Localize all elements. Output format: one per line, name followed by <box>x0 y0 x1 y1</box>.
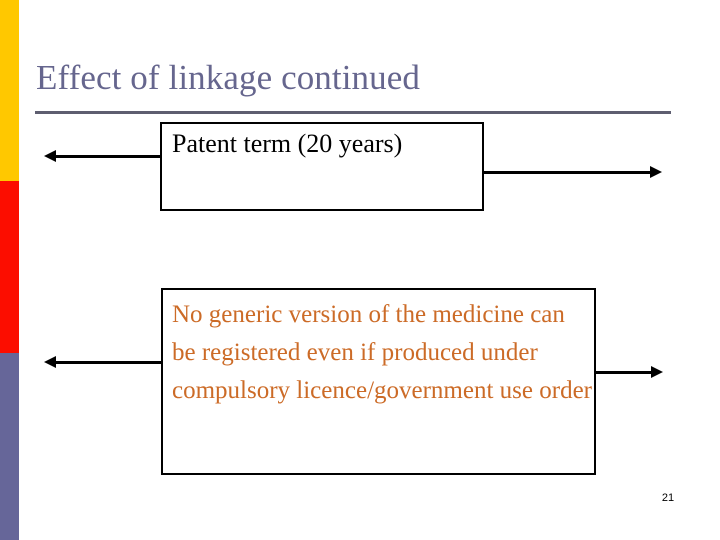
patent-term-left-arrow-line <box>56 155 162 158</box>
patent-term-label: Patent term (20 years) <box>172 129 403 158</box>
page-title: Effect of linkage continued <box>36 58 420 97</box>
sidebar-yellow-band <box>0 0 19 181</box>
no-generic-right-arrow-head-icon <box>651 366 663 378</box>
title-underline-rule <box>35 111 671 114</box>
patent-term-right-arrow-head-icon <box>650 166 662 178</box>
patent-term-box <box>160 122 484 211</box>
no-generic-left-arrow-line <box>56 361 163 364</box>
patent-term-right-arrow-line <box>484 171 650 174</box>
no-generic-box <box>161 288 596 475</box>
sidebar-red-band <box>0 181 19 353</box>
slide-page-number: 21 <box>661 492 675 504</box>
no-generic-label: No generic version of the medicine can b… <box>172 301 592 404</box>
no-generic-right-arrow-line <box>596 371 651 374</box>
patent-term-left-arrow-head-icon <box>44 150 56 162</box>
sidebar-purple-band <box>0 353 19 540</box>
no-generic-left-arrow-head-icon <box>44 356 56 368</box>
